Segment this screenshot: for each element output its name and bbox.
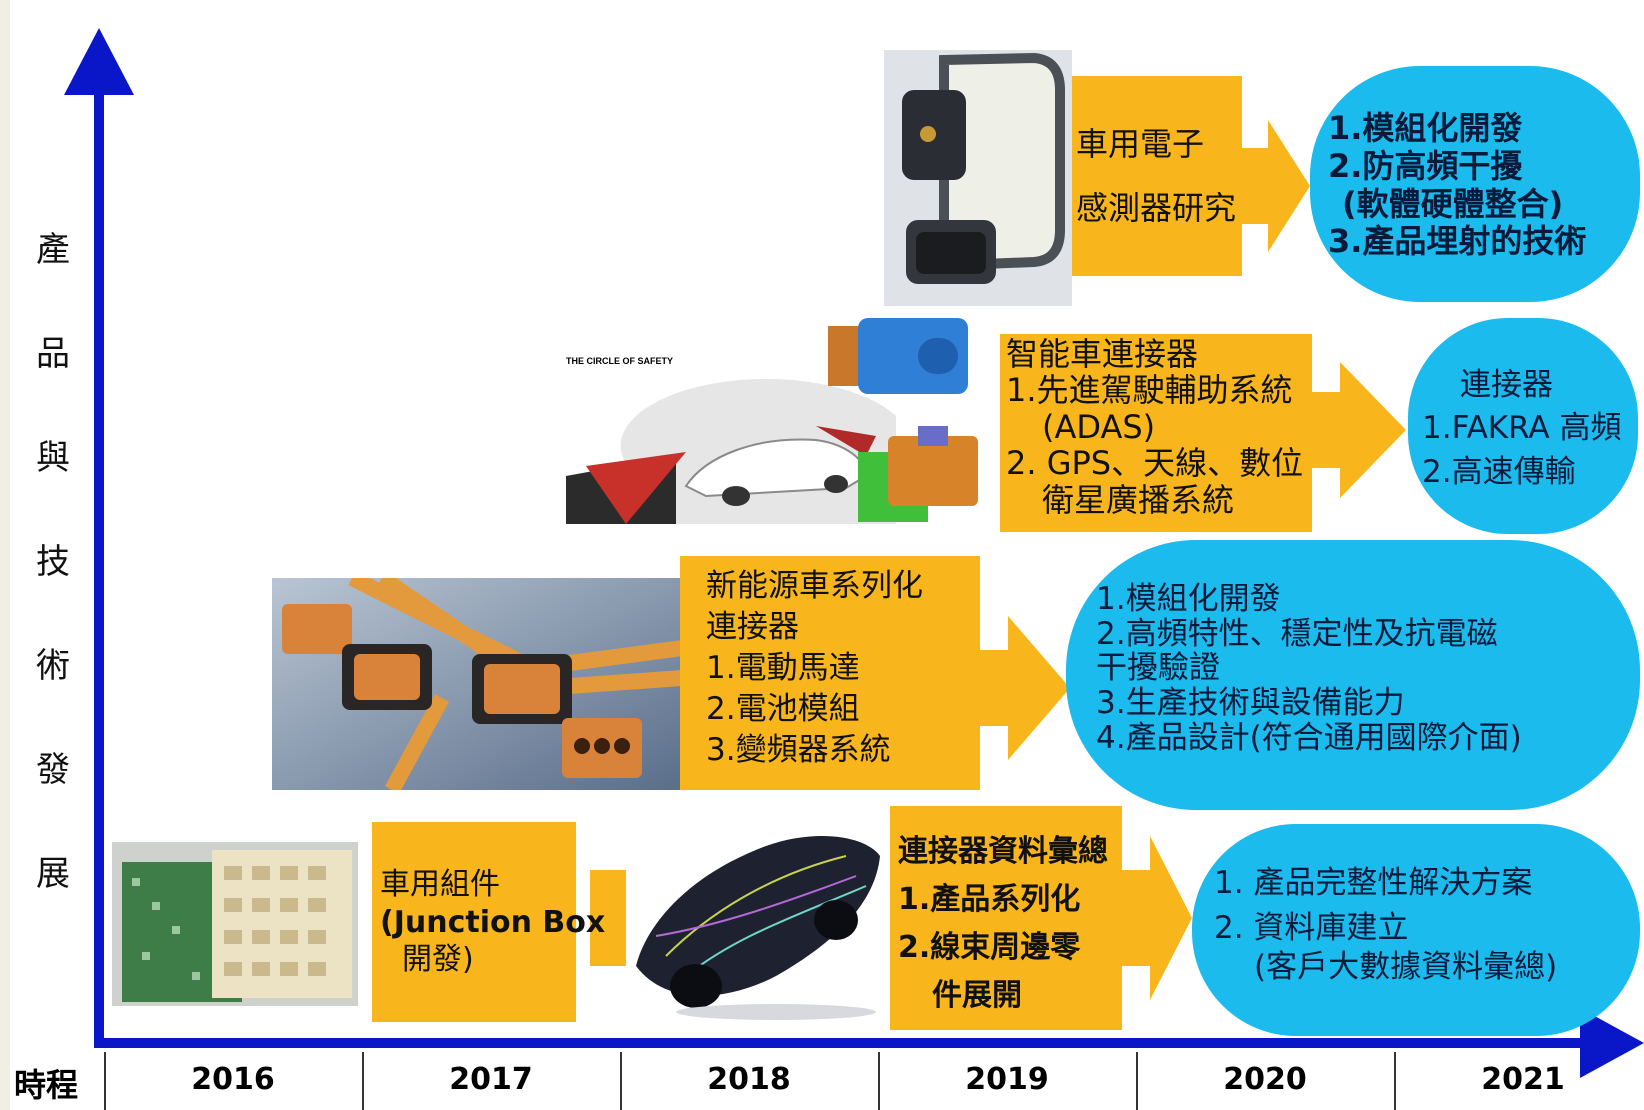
bubble-line: 2.高速傳輸 [1422,453,1576,490]
box-line: 智能車連接器 [1006,335,1199,373]
arrow-right-icon [1240,120,1310,252]
safety-photo-title: THE CIRCLE OF SAFETY [566,356,674,366]
box-line: (ADAS) [1042,407,1156,446]
tier4-box-sensor: 車用電子 感測器研究 [1072,76,1242,276]
box-line: 開發) [402,942,474,977]
year-label: 2017 [449,1062,533,1097]
box-line: 件展開 [932,978,1022,1013]
y-axis-label-char: 技 [36,542,70,582]
bubble-line: 3.產品埋射的技術 [1328,222,1587,261]
box-line: 車用組件 [380,867,500,902]
bubble-line: 3.生產技術與設備能力 [1096,685,1405,722]
y-axis-label-char: 發 [36,750,70,790]
tier2-bubble: 1.模組化開發 2.高頻特性、穩定性及抗電磁 干擾驗證 3.生產技術與設備能力 … [1066,540,1640,810]
box-line: (Junction Box [380,904,606,940]
bubble-line: 2.防高頻干擾 [1328,146,1523,185]
car-wiring-photo [626,816,886,1022]
tier4-bubble: 1.模組化開發 2.防高頻干擾 (軟體硬體整合) 3.產品埋射的技術 [1310,66,1640,302]
tier3-bubble: 連接器 1.FAKRA 高頻 2.高速傳輸 [1408,318,1638,534]
year-separator [878,1052,880,1110]
tier2-box-new-energy: 新能源車系列化 連接器 1.電動馬達 2.電池模組 3.變頻器系統 [680,556,980,790]
box-line: 感測器研究 [1076,189,1237,227]
y-axis-label-char: 品 [36,334,70,374]
y-axis-arrowhead [64,28,134,95]
bubble-line: 1.模組化開發 [1096,581,1281,617]
y-axis-label-char: 與 [36,438,70,478]
box-line: 車用電子 [1076,125,1205,163]
box-line: 連接器資料彙總 [898,834,1108,869]
box-line: 3.變頻器系統 [706,731,891,768]
year-separator [1394,1052,1396,1110]
arrow-right-icon [1118,836,1192,1000]
tier1-box-connector-data: 連接器資料彙總 1.產品系列化 2.線束周邊零 件展開 [890,806,1122,1030]
box-line: 1.電動馬達 [706,649,860,686]
year-separator [362,1052,364,1110]
year-label: 2020 [1223,1062,1307,1097]
tier1-box-junction: 車用組件 (Junction Box 開發) [372,822,606,1022]
x-axis-arrowhead [1580,1008,1644,1078]
year-separator [1136,1052,1138,1110]
sensor-photo [884,50,1072,306]
bubble-line: 連接器 [1460,367,1553,403]
box-line: 2.線束周邊零 [898,930,1081,965]
box-line: 連接器 [706,608,799,645]
y-axis-label-char: 術 [36,646,70,686]
bubble-line: 2.高頻特性、穩定性及抗電磁 [1096,615,1498,652]
box-line: 新能源車系列化 [706,568,923,604]
tier1-bubble: 1. 產品完整性解決方案 2. 資料庫建立 (客戶大數據資料彙總) [1192,824,1640,1036]
year-label: 2021 [1481,1062,1565,1097]
year-label: 2019 [965,1062,1049,1097]
year-label: 2016 [191,1062,275,1097]
bubble-line: 4.產品設計(符合通用國際介面) [1096,719,1522,756]
arrow-right-icon [978,616,1070,760]
y-axis [64,28,134,1045]
box-line: 1.先進駕駛輔助系統 [1006,371,1293,410]
box-line: 1.產品系列化 [898,882,1081,917]
arrow-right-icon [1310,362,1406,498]
new-energy-connector-photo [272,578,682,790]
year-separator [104,1052,106,1110]
bubble-line: (軟體硬體整合) [1342,184,1564,223]
smart-car-connector-photo [818,316,988,530]
bubble-line: 1.FAKRA 高頻 [1422,410,1622,447]
bubble-line: 2. 資料庫建立 [1214,909,1409,946]
year-label: 2018 [707,1062,791,1097]
x-axis-label: 時程 [14,1066,79,1104]
x-axis [94,1008,1644,1078]
bubble-line: 干擾驗證 [1096,650,1220,687]
bubble-line: 1.模組化開發 [1328,109,1523,147]
year-separator [620,1052,622,1110]
box-line: 2.電池模組 [706,690,860,727]
y-axis-label-char: 展 [36,854,70,894]
box-line: 衛星廣播系統 [1042,480,1235,519]
bubble-line: (客戶大數據資料彙總) [1254,948,1558,985]
y-axis-label-char: 產 [36,230,70,270]
junction-box-photo [112,842,358,1006]
box-line: 2. GPS、天線、數位 [1006,444,1304,483]
tier3-box-smart-car: 智能車連接器 1.先進駕駛輔助系統 (ADAS) 2. GPS、天線、數位 衛星… [1000,334,1312,532]
bubble-line: 1. 產品完整性解決方案 [1214,865,1533,901]
